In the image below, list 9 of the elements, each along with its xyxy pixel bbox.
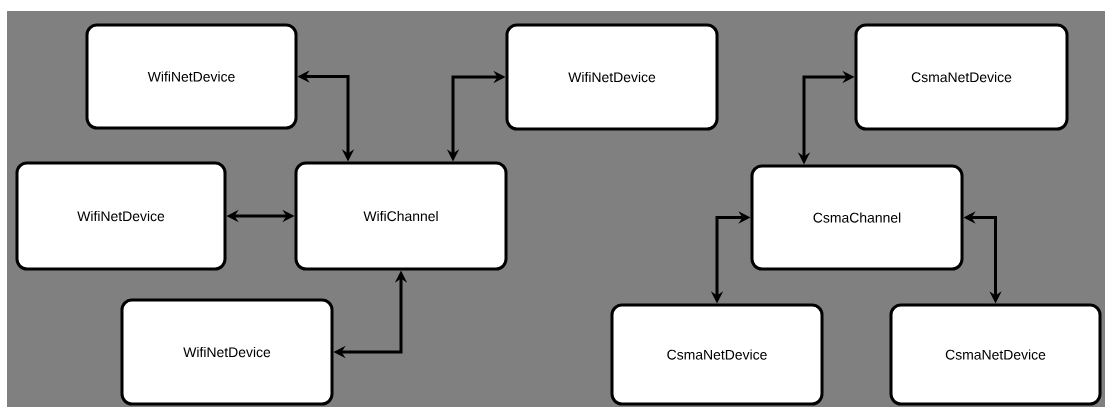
channel-box: WifiChannel <box>294 161 508 271</box>
device-box: WifiNetDevice <box>120 298 334 406</box>
device-box: CsmaNetDevice <box>889 303 1102 406</box>
device-box: WifiNetDevice <box>505 23 719 131</box>
device-box: WifiNetDevice <box>85 23 298 130</box>
device-box: CsmaNetDevice <box>854 23 1069 131</box>
device-box: CsmaNetDevice <box>610 303 824 406</box>
channel-box: CsmaChannel <box>750 164 964 271</box>
device-box: WifiNetDevice <box>15 161 227 271</box>
